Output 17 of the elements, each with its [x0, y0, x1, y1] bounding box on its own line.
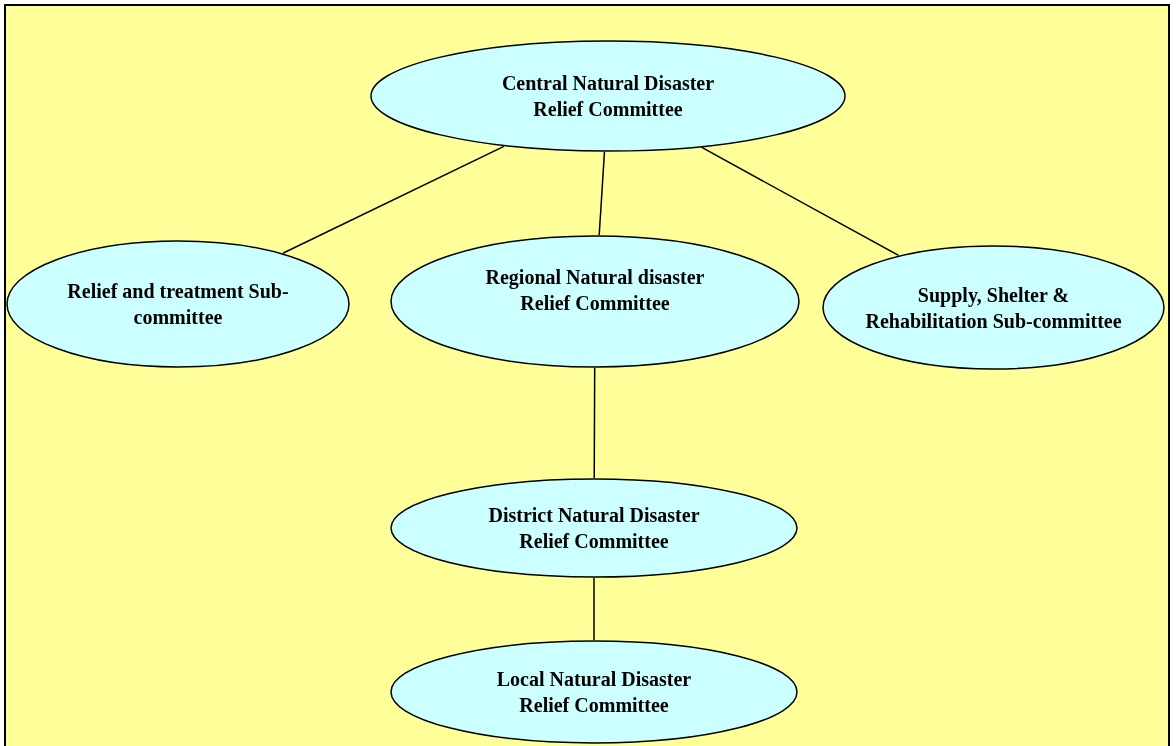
committee-name: District Natural Disaster Relief Committee: [487, 503, 701, 554]
connector-line: [598, 151, 606, 236]
committee-ellipse: [390, 640, 798, 744]
committee-name: Local Natural Disaster Relief Committee: [495, 667, 693, 718]
committee-name: Regional Natural disaster Relief Committee: [484, 264, 706, 316]
committee-name: Supply, Shelter & Rehabilitation Sub-committee: [864, 282, 1123, 334]
connector-line: [282, 145, 505, 254]
committee-ellipse: [822, 245, 1165, 370]
committee-ellipse: [390, 478, 798, 578]
committee-name: Central Natural Disaster Relief Committee: [500, 71, 716, 122]
committee-ellipse: [6, 240, 350, 368]
connector-line: [593, 577, 595, 641]
committee-ellipse: [390, 235, 800, 368]
committee-name: Relief and treatment Sub-committee: [66, 279, 290, 330]
committee-ellipse: [370, 40, 846, 152]
connector-line: [593, 367, 596, 479]
connector-line: [701, 146, 900, 257]
